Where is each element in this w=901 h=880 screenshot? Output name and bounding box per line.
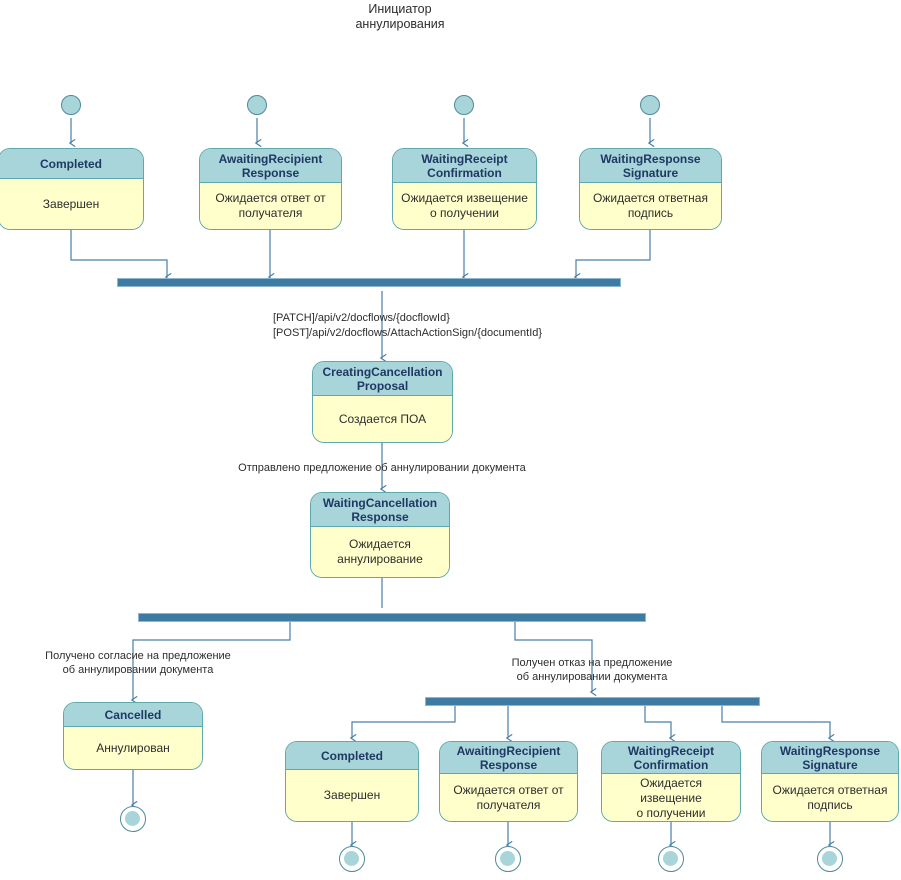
state-description: Ожидается ответ от получателя: [440, 774, 577, 821]
final-node-cancelled: [120, 806, 146, 832]
state-cancelled[interactable]: Cancelled Аннулирован: [63, 702, 203, 770]
state-title: Completed: [286, 742, 418, 770]
initial-node-waiting-response-signature: [640, 95, 660, 115]
state-description: Создается ПОА: [313, 396, 452, 442]
transition-label-consent-received: Получено согласие на предложение об анну…: [45, 650, 231, 676]
state-title: CreatingCancellation Proposal: [313, 362, 452, 396]
state-waiting-response-signature-top[interactable]: WaitingResponse Signature Ожидается отве…: [579, 148, 722, 230]
state-title: WaitingResponse Signature: [580, 149, 721, 183]
state-waiting-receipt-confirmation-top[interactable]: WaitingReceipt Confirmation Ожидается из…: [392, 148, 537, 230]
state-title: Completed: [0, 149, 143, 179]
join-bar-top: [117, 278, 621, 287]
initial-node-awaiting-recipient-response: [247, 95, 267, 115]
state-title: WaitingCancellation Response: [311, 493, 449, 527]
state-description: Ожидается аннулирование: [311, 527, 449, 577]
final-node-awaiting-recipient-response-bottom: [495, 846, 521, 872]
state-title: AwaitingRecipient Response: [200, 149, 341, 183]
final-node-waiting-response-signature-bottom: [817, 846, 843, 872]
state-description: Ожидается ответная подпись: [580, 183, 721, 229]
state-completed-top[interactable]: Completed Завершен: [0, 148, 144, 230]
state-description: Ожидается ответ от получателя: [200, 183, 341, 229]
page-title: Инициатор аннулирования: [355, 2, 445, 31]
state-description: Завершен: [0, 179, 143, 229]
transition-label-proposal-sent: Отправлено предложение об аннулировании …: [238, 462, 526, 474]
state-completed-bottom[interactable]: Completed Завершен: [285, 741, 419, 822]
transition-label-refusal-received: Получен отказ на предложение об аннулиро…: [511, 657, 673, 683]
state-awaiting-recipient-response-bottom[interactable]: AwaitingRecipient Response Ожидается отв…: [439, 741, 578, 822]
state-waiting-cancellation-response[interactable]: WaitingCancellation Response Ожидается а…: [310, 492, 450, 578]
state-title: Cancelled: [64, 703, 202, 727]
fork-bar-bottom: [425, 697, 760, 706]
fork-bar-middle: [138, 613, 646, 622]
state-waiting-response-signature-bottom[interactable]: WaitingResponse Signature Ожидается отве…: [761, 741, 899, 822]
api-call-labels: [PATCH]/api/v2/docflows/{docflowId} [POS…: [273, 312, 543, 339]
state-creating-cancellation-proposal[interactable]: CreatingCancellation Proposal Создается …: [312, 361, 453, 443]
state-description: Завершен: [286, 770, 418, 821]
state-title: AwaitingRecipient Response: [440, 742, 577, 774]
state-description: Ожидается извещение о получении: [602, 774, 740, 821]
state-description: Аннулирован: [64, 727, 202, 769]
state-description: Ожидается ответная подпись: [762, 774, 898, 821]
final-node-completed-bottom: [339, 846, 365, 872]
initial-node-waiting-receipt-confirmation: [454, 95, 474, 115]
state-awaiting-recipient-response-top[interactable]: AwaitingRecipient Response Ожидается отв…: [199, 148, 342, 230]
final-node-waiting-receipt-confirmation-bottom: [658, 846, 684, 872]
state-description: Ожидается извещение о получении: [393, 183, 536, 229]
state-title: WaitingReceipt Confirmation: [602, 742, 740, 774]
state-title: WaitingResponse Signature: [762, 742, 898, 774]
initial-node-completed: [61, 95, 81, 115]
state-waiting-receipt-confirmation-bottom[interactable]: WaitingReceipt Confirmation Ожидается из…: [601, 741, 741, 822]
state-title: WaitingReceipt Confirmation: [393, 149, 536, 183]
